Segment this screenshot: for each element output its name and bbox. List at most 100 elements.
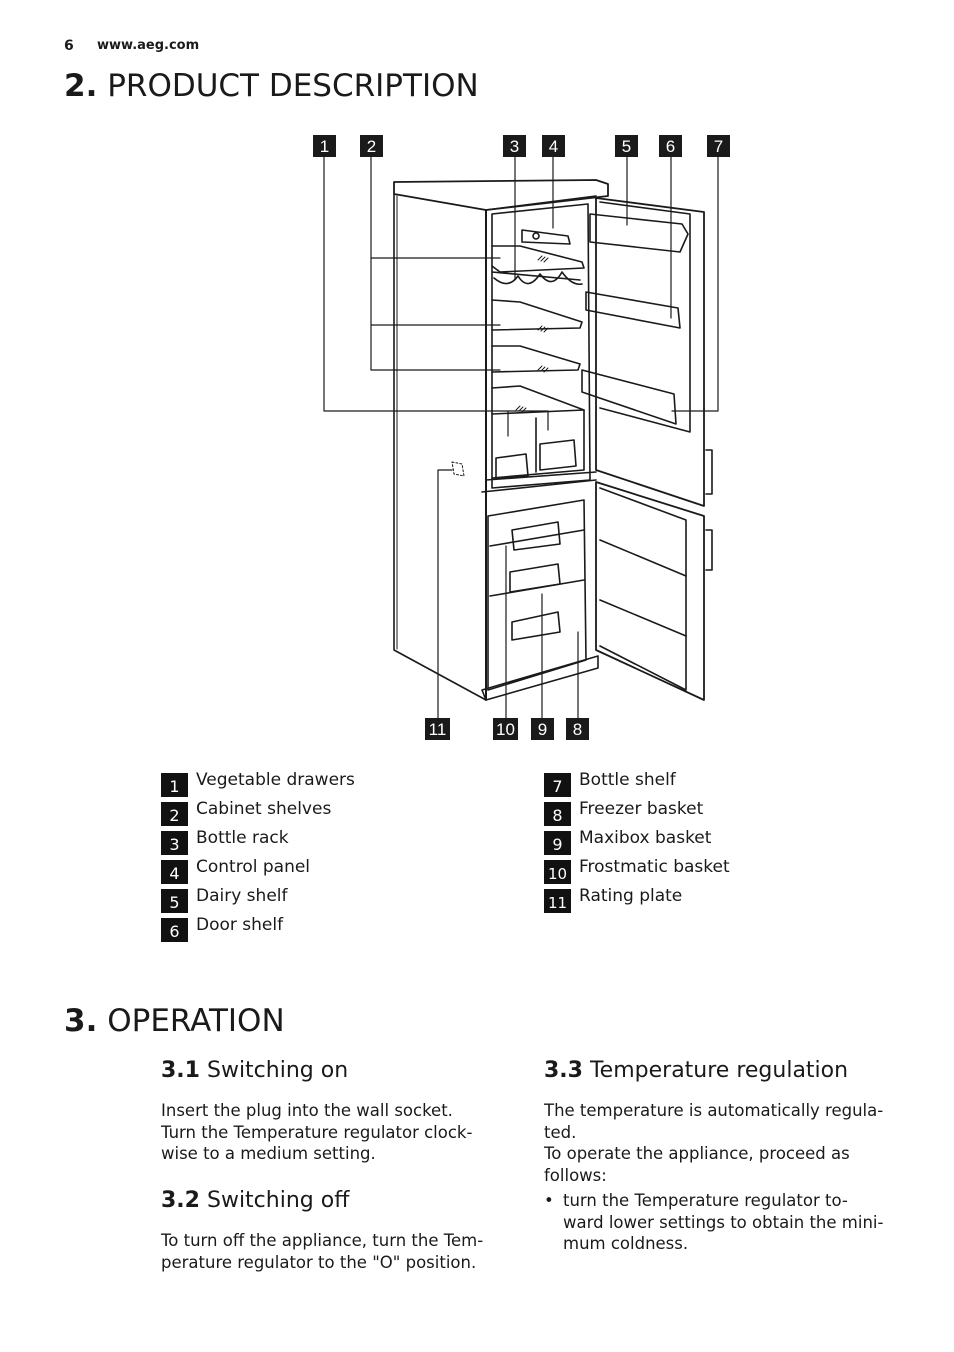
legend-label: Frostmatic basket (579, 857, 730, 877)
svg-text:6: 6 (666, 137, 675, 156)
subsection-title: Temperature regulation (589, 1058, 849, 1083)
svg-text:3: 3 (510, 137, 519, 156)
fridge-diagram: 1 2 3 4 5 6 7 11 10 9 8 (313, 135, 730, 740)
legend-number: 5 (161, 889, 188, 913)
subheading-switching-on: 3.1 Switching on (161, 1058, 348, 1083)
freezer-baskets-drawing (481, 499, 599, 701)
text-line: wise to a medium setting. (161, 1144, 376, 1163)
callout-badges: 1 2 3 4 5 6 7 11 10 9 8 (313, 135, 730, 740)
svg-text:11: 11 (429, 720, 447, 739)
legend-item: 8 Freezer basket (544, 799, 704, 827)
svg-text:10: 10 (496, 720, 515, 739)
legend-item: 10 Frostmatic basket (544, 857, 730, 885)
legend-number: 6 (161, 918, 188, 942)
svg-text:2: 2 (367, 137, 376, 156)
legend-number: 10 (544, 860, 571, 884)
callout-7: 7 (707, 135, 730, 157)
switching-off-text: To turn off the appliance, turn the Tem-… (161, 1230, 483, 1273)
subheading-switching-off: 3.2 Switching off (161, 1188, 349, 1213)
callout-11: 11 (425, 718, 450, 740)
legend-label: Vegetable drawers (196, 770, 355, 790)
text-line: perature regulator to the "O" position. (161, 1252, 477, 1272)
section-heading-operation: 3. OPERATION (64, 1003, 285, 1039)
section-number: 2. (64, 68, 98, 104)
cabinet-shelves-drawing (491, 245, 585, 373)
legend-item: 2 Cabinet shelves (161, 799, 332, 827)
text-line: The temperature is automatically regula- (544, 1101, 884, 1120)
legend-number: 3 (161, 831, 188, 855)
text-line: Insert the plug into the wall socket. (161, 1101, 453, 1120)
text-line: mum coldness. (563, 1234, 689, 1253)
callout-3: 3 (503, 135, 526, 157)
legend-label: Dairy shelf (196, 886, 288, 906)
section-title: OPERATION (107, 1003, 285, 1039)
subsection-title: Switching off (206, 1188, 350, 1213)
legend-number: 1 (161, 773, 188, 797)
legend-number: 11 (544, 889, 571, 913)
legend-item: 7 Bottle shelf (544, 770, 676, 798)
subsection-number: 3.1 (161, 1058, 200, 1083)
legend-number: 9 (544, 831, 571, 855)
svg-text:7: 7 (714, 137, 723, 156)
legend-number: 7 (544, 773, 571, 797)
callout-2: 2 (360, 135, 383, 157)
callout-4: 4 (542, 135, 565, 157)
rating-plate-drawing (451, 461, 465, 477)
svg-text:4: 4 (549, 137, 558, 156)
subsection-number: 3.2 (161, 1188, 200, 1213)
switching-on-text: Insert the plug into the wall socket. Tu… (161, 1100, 472, 1165)
subsection-title: Switching on (206, 1058, 349, 1083)
legend-number: 2 (161, 802, 188, 826)
legend-item: 1 Vegetable drawers (161, 770, 355, 798)
text-line: ted. (544, 1122, 577, 1142)
legend-label: Door shelf (196, 915, 284, 935)
svg-text:9: 9 (538, 720, 547, 739)
legend-item: 4 Control panel (161, 857, 311, 885)
legend-number: 8 (544, 802, 571, 826)
legend-label: Freezer basket (579, 799, 704, 819)
vegetable-drawers-drawing (491, 385, 585, 479)
page-number: 6 (64, 38, 74, 54)
legend-item: 9 Maxibox basket (544, 828, 712, 856)
text-line: Turn the Temperature regulator clock- (161, 1122, 473, 1142)
section-heading-product-description: 2. PRODUCT DESCRIPTION (64, 68, 479, 104)
callout-9: 9 (531, 718, 554, 740)
legend-label: Maxibox basket (579, 828, 712, 848)
callout-6: 6 (659, 135, 682, 157)
legend-item: 6 Door shelf (161, 915, 284, 943)
legend-label: Bottle rack (196, 828, 289, 848)
callout-5: 5 (615, 135, 638, 157)
svg-text:5: 5 (622, 137, 631, 156)
text-line: To operate the appliance, proceed as (544, 1144, 850, 1163)
legend-label: Bottle shelf (579, 770, 676, 790)
callout-10: 10 (493, 718, 518, 740)
text-line: follows: (544, 1165, 607, 1185)
leader-lines (323, 155, 719, 719)
legend-label: Control panel (196, 857, 311, 877)
legend-label: Rating plate (579, 886, 683, 906)
callout-8: 8 (566, 718, 589, 740)
legend-item: 5 Dairy shelf (161, 886, 288, 914)
subsection-number: 3.3 (544, 1058, 583, 1083)
section-title: PRODUCT DESCRIPTION (107, 68, 479, 104)
bullet-item: • turn the Temperature regulator to- war… (544, 1190, 883, 1255)
temperature-regulation-text: The temperature is automatically regula-… (544, 1100, 883, 1255)
text-line: To turn off the appliance, turn the Tem- (161, 1231, 484, 1250)
fridge-door-drawing (581, 197, 713, 507)
legend-item: 3 Bottle rack (161, 828, 289, 856)
section-number: 3. (64, 1003, 98, 1039)
legend-item: 11 Rating plate (544, 886, 683, 914)
control-panel-drawing (521, 229, 571, 245)
callout-1: 1 (313, 135, 336, 157)
text-line: turn the Temperature regulator to- (563, 1191, 848, 1210)
svg-text:1: 1 (320, 137, 329, 156)
legend-number: 4 (161, 860, 188, 884)
website-link[interactable]: www.aeg.com (97, 38, 200, 53)
bullet-icon: • (544, 1191, 554, 1210)
subheading-temperature-regulation: 3.3 Temperature regulation (544, 1058, 848, 1083)
svg-text:8: 8 (573, 720, 582, 739)
cabinet-body (393, 179, 609, 701)
freezer-door-drawing (595, 481, 713, 701)
legend-label: Cabinet shelves (196, 799, 332, 819)
text-line: ward lower settings to obtain the mini- (563, 1212, 884, 1232)
